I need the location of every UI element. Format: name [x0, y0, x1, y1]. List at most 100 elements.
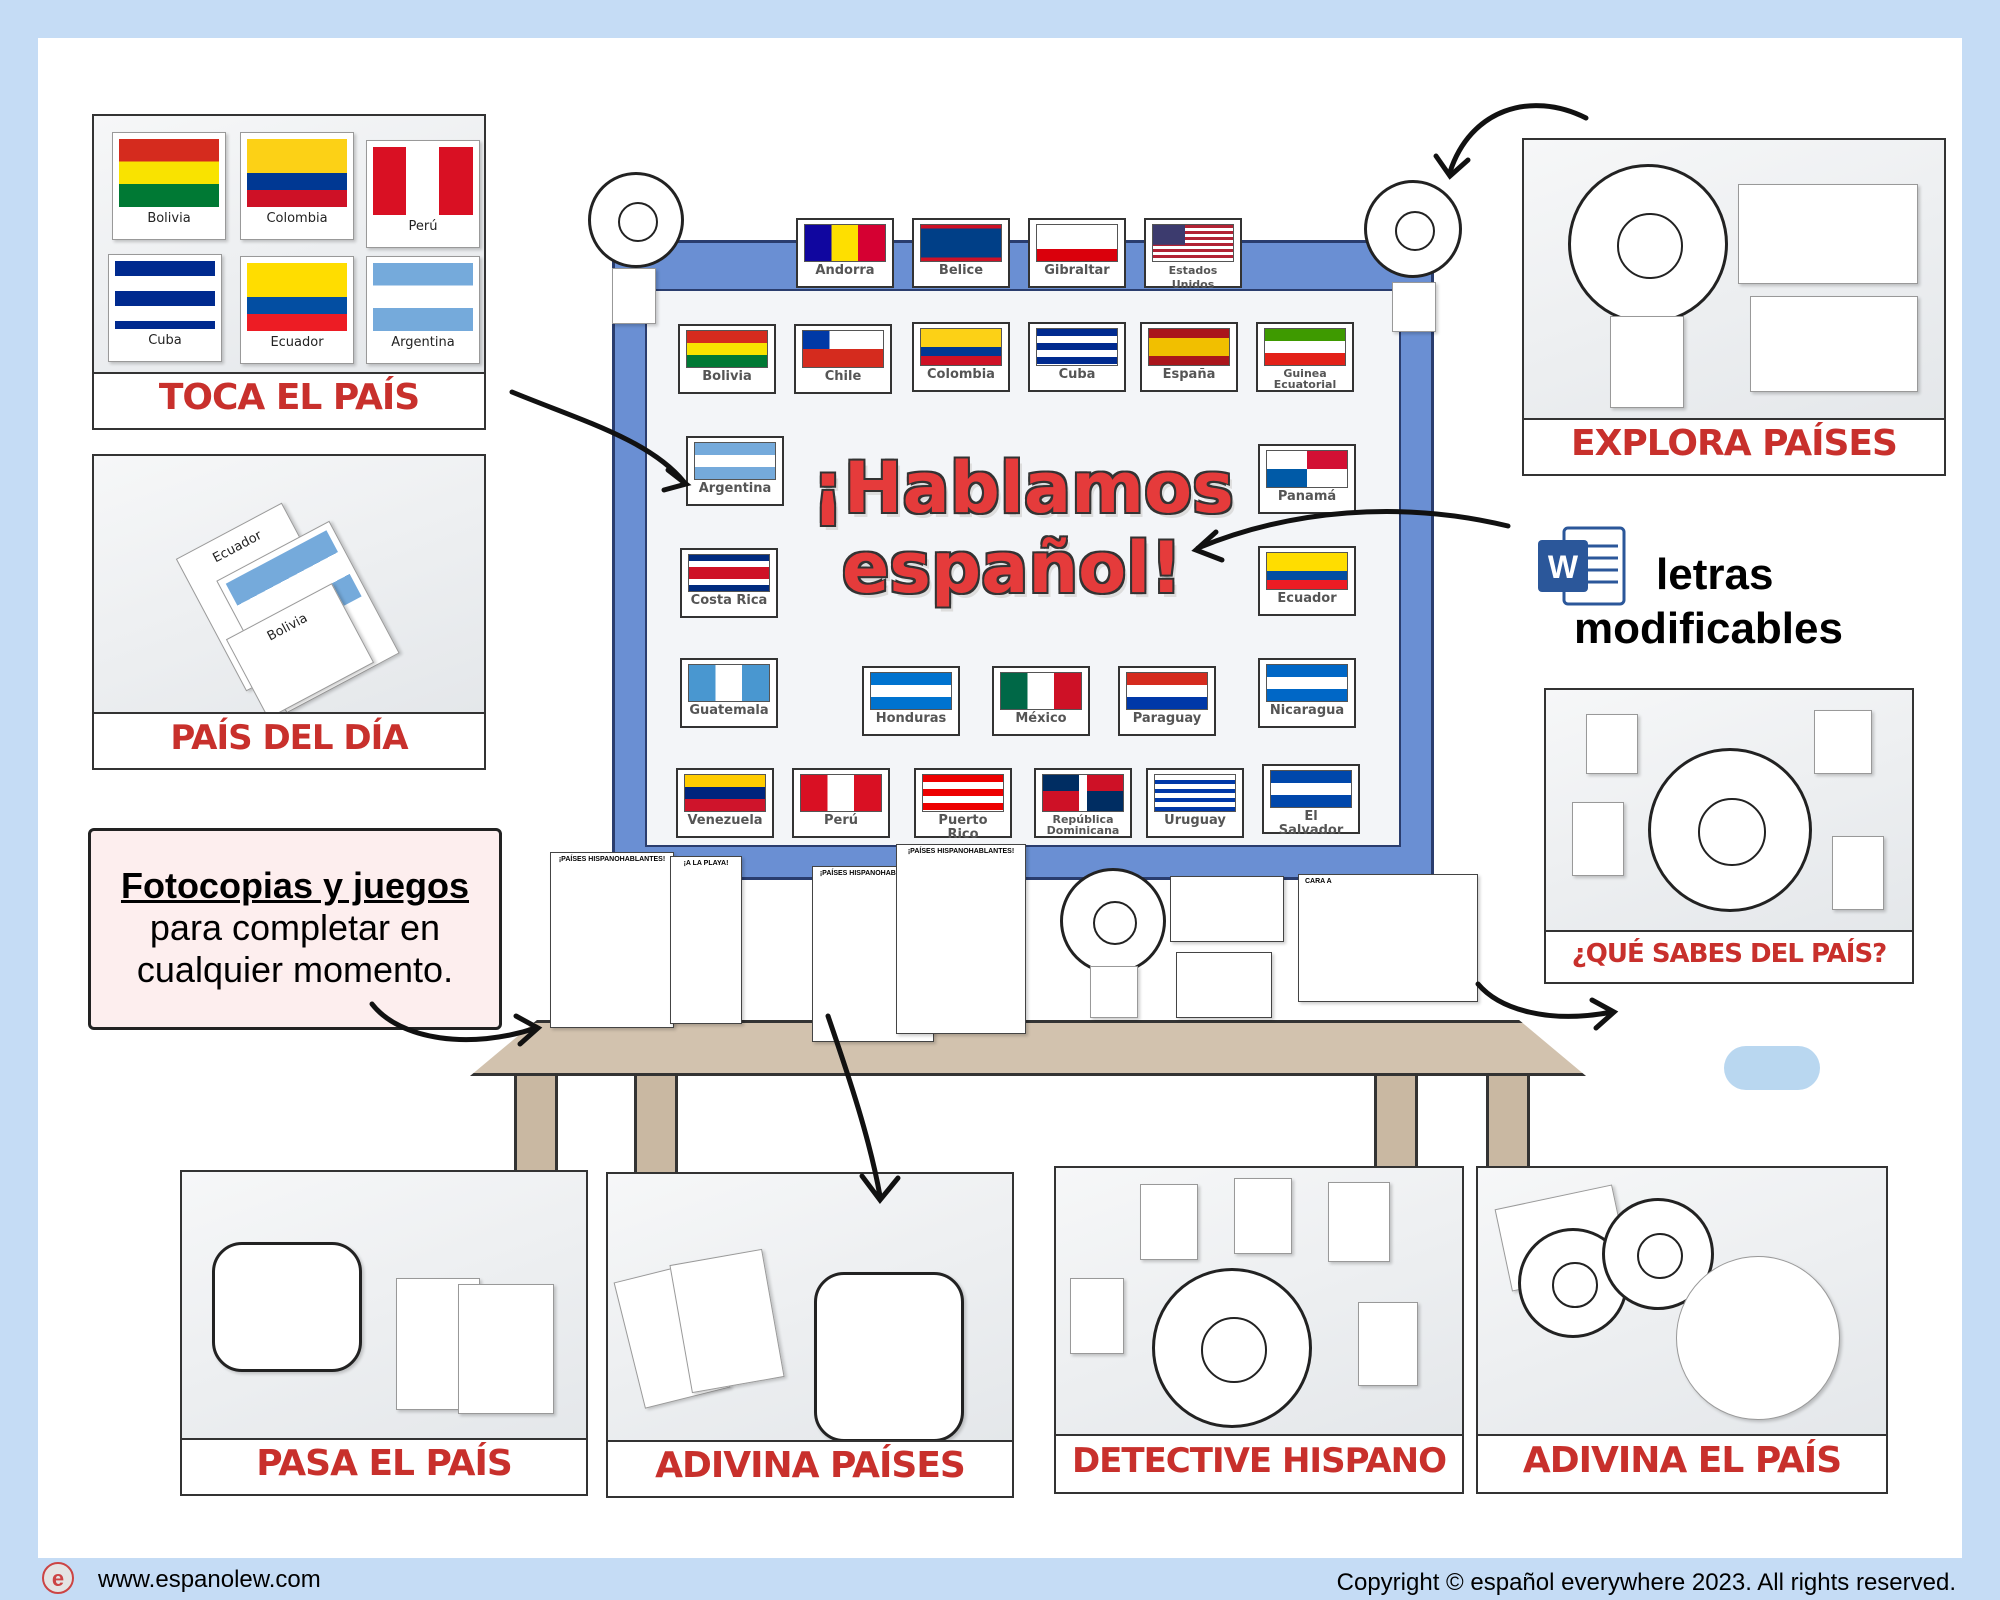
photocopies-callout: Fotocopias y juegos para completar en cu… — [88, 828, 502, 1030]
panel-adivina-paises: ADIVINA PAÍSES — [606, 1172, 1014, 1498]
arrowhead — [1433, 153, 1471, 180]
panel-caption: ¿QUÉ SABES DEL PAÍS? — [1571, 939, 1888, 969]
board-flag-mexico: México — [992, 666, 1090, 736]
callout-line1: Fotocopias y juegos — [120, 865, 470, 906]
flag-label: Argentina — [391, 334, 455, 350]
board-flag-republica-dominicana: República Dominicana — [1034, 768, 1132, 838]
title-line2: español! — [841, 527, 1183, 609]
panel-detective-hispano: DETECTIVE HISPANO — [1054, 1166, 1464, 1494]
info-card — [1586, 714, 1638, 774]
info-card — [1832, 836, 1884, 910]
arrowhead — [859, 1173, 901, 1205]
arrow-to-adivina-paises — [825, 1013, 883, 1199]
passport-bag — [212, 1242, 362, 1372]
panel-explora-paises: EXPLORA PAÍSES — [1522, 138, 1946, 476]
flag-card: Ecuador — [240, 256, 354, 364]
flag-colombia — [247, 139, 347, 207]
board-wheel-left — [588, 172, 684, 268]
arrow-to-title — [1195, 509, 1511, 551]
arrowhead — [1191, 529, 1225, 563]
arrow-to-explora — [1447, 103, 1589, 175]
worksheet-circle — [1676, 1256, 1840, 1420]
word-line2: modificables — [1574, 604, 1843, 653]
flag-label: Cuba — [148, 332, 182, 348]
worksheet: ¡PAÍSES HISPANOHABLANTES! — [550, 852, 674, 1028]
board-flag-guatemala: Guatemala — [680, 658, 778, 728]
flag-argentina — [373, 263, 473, 331]
panel-caption: PAÍS DEL DÍA — [170, 718, 408, 758]
board-flag-bolivia: Bolivia — [678, 324, 776, 394]
board-title: ¡Hablamos español! — [812, 448, 1234, 609]
board-wheel-right — [1364, 180, 1462, 278]
arrow-to-argentina — [509, 389, 687, 485]
panel-que-sabes: ¿QUÉ SABES DEL PAÍS? — [1544, 688, 1914, 984]
board-flag-gibraltar: Gibraltar — [1028, 218, 1126, 288]
board-flag-honduras: Honduras — [862, 666, 960, 736]
flag-label: Bolivia — [147, 210, 191, 226]
info-cards — [1170, 876, 1284, 942]
board-flag-peru: Perú — [792, 768, 890, 838]
panel-pasa-el-pais: PASA EL PAÍS — [180, 1170, 588, 1496]
wheel-stand — [612, 268, 656, 324]
board-flag-espana: España — [1140, 322, 1238, 392]
flag-card: Cuba — [108, 254, 222, 362]
flag-bolivia — [119, 139, 219, 207]
wheel-stand — [1392, 282, 1436, 332]
wheel-stand — [1610, 316, 1684, 408]
board-flag-venezuela: Venezuela — [676, 768, 774, 838]
board-flag-uruguay: Uruguay — [1146, 768, 1244, 838]
arrow-to-worksheets — [369, 1001, 539, 1043]
footer-copyright: Copyright © español everywhere 2023. All… — [1336, 1569, 1956, 1596]
panel-caption: ADIVINA EL PAÍS — [1522, 1440, 1842, 1481]
board-flag-ecuador: Ecuador — [1258, 546, 1356, 616]
flag-ecuador — [247, 263, 347, 331]
flag-label: Perú — [408, 218, 438, 234]
board-flag-guinea-ecuatorial: Guinea Ecuatorial — [1256, 322, 1354, 392]
arrow-to-que-sabes — [1475, 981, 1615, 1019]
panel-caption: DETECTIVE HISPANO — [1071, 1441, 1447, 1481]
info-cards — [1738, 184, 1918, 284]
board-flag-cuba: Cuba — [1028, 322, 1126, 392]
board-flag-belice: Belice — [912, 218, 1010, 288]
board-flag-el-salvador: El Salvador — [1262, 764, 1360, 838]
flag-peru — [373, 147, 473, 215]
clue-card — [1328, 1182, 1390, 1262]
panel-adivina-el-pais: ADIVINA EL PAÍS — [1476, 1166, 1888, 1494]
clue-card — [1234, 1178, 1292, 1254]
info-cards — [1176, 952, 1272, 1018]
panel-caption: EXPLORA PAÍSES — [1571, 423, 1898, 464]
clue-card — [1070, 1278, 1124, 1354]
panel-caption: TOCA EL PAÍS — [158, 377, 420, 418]
arrowhead — [661, 467, 692, 493]
cloud — [1724, 1046, 1820, 1090]
board-flag-estados-unidos: Estados Unidos — [1144, 218, 1242, 291]
footer-url[interactable]: www.espanolew.com — [98, 1566, 321, 1593]
country-wheel — [1152, 1268, 1312, 1428]
panel-caption: PASA EL PAÍS — [256, 1443, 513, 1484]
flag-card: Bolivia — [112, 132, 226, 240]
espanolew-logo-icon: e — [42, 1562, 74, 1594]
panel-pais-del-dia: Ecuador Argentina Bolivia PAÍS DEL DÍA — [92, 454, 486, 770]
arrowhead — [513, 1013, 543, 1047]
board-flag-panama: Panamá — [1258, 444, 1356, 514]
info-card — [1814, 710, 1872, 774]
worksheet: ¡A LA PLAYA! — [670, 856, 742, 1024]
callout-line3: cualquier momento. — [136, 949, 454, 990]
svg-text:W: W — [1548, 549, 1579, 585]
table-leg — [634, 1066, 678, 1182]
clue-card — [1140, 1184, 1198, 1260]
flag-card: Perú — [366, 140, 480, 248]
arrowhead — [1589, 997, 1619, 1031]
word-doc-icon: W — [1538, 526, 1626, 606]
table-leg — [514, 1066, 558, 1182]
panel-caption: ADIVINA PAÍSES — [655, 1445, 966, 1486]
flag-cuba — [115, 261, 215, 329]
flag-label: Colombia — [266, 210, 328, 226]
table-top — [470, 1020, 1586, 1076]
wheel-stand — [1090, 966, 1138, 1018]
board-flag-paraguay: Paraguay — [1118, 666, 1216, 736]
country-card — [458, 1284, 554, 1414]
board-flag-puerto-rico: Puerto Rico — [914, 768, 1012, 842]
panel-toca-el-pais: Bolivia Colombia Perú Cuba Ecuador Argen… — [92, 114, 486, 430]
